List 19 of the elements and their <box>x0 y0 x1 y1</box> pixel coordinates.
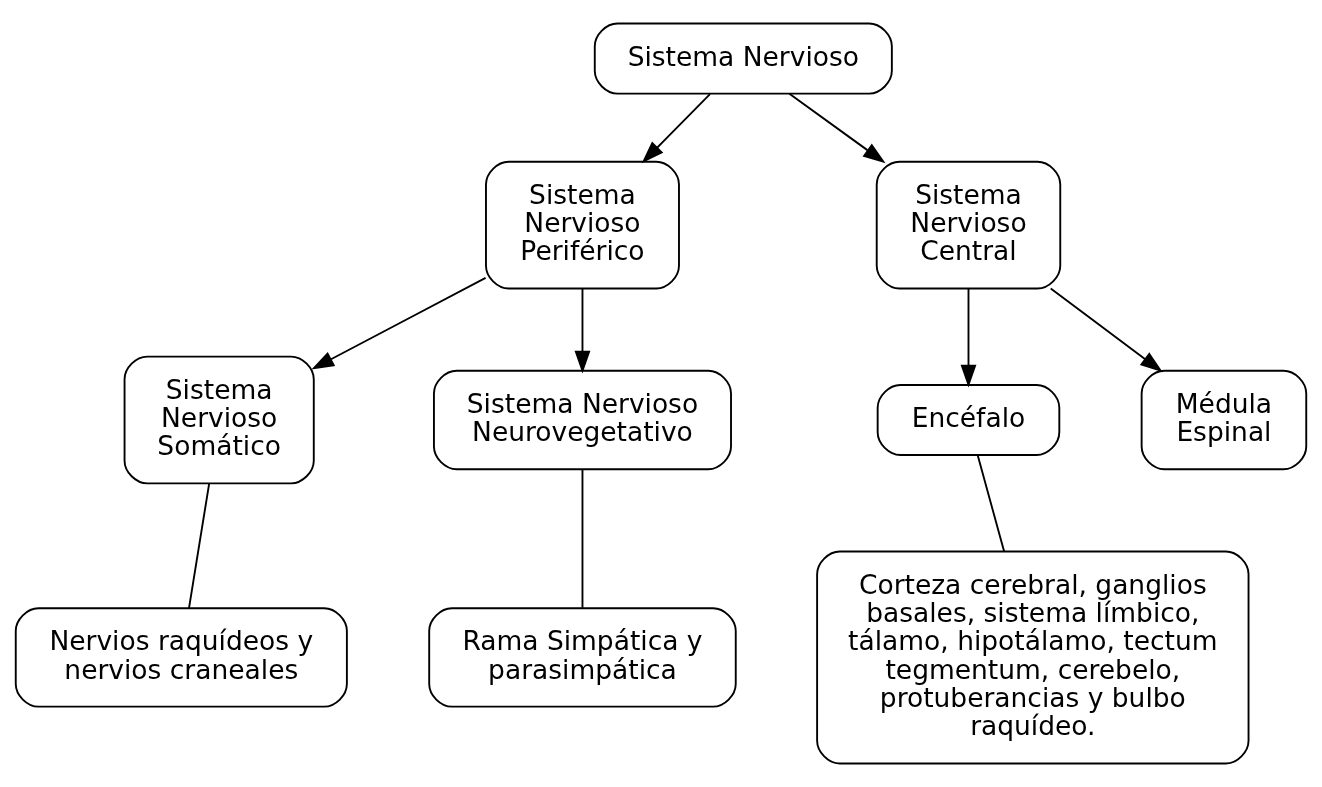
arrow <box>960 287 977 388</box>
node-box: Sistema Nervioso Somático <box>123 355 315 485</box>
arrow <box>641 93 711 164</box>
node-box: Sistema Nervioso Neurovegetativo <box>433 369 732 471</box>
arrow <box>311 277 487 370</box>
node-box: Nervios raquídeos y nervios craneales <box>14 607 348 708</box>
arrow <box>574 287 591 374</box>
node-box: Corteza cerebral, ganglios basales, sistema límbico, tálamo, hipotálamo, tectum tegmentum, cerebelo, protuberancias y bulbo raquídeo. <box>816 550 1250 765</box>
connector <box>976 454 1006 553</box>
node-box: Médula Espinal <box>1140 369 1308 471</box>
node-box: Sistema Nervioso Periférico <box>485 160 680 290</box>
node-box: Sistema Nervioso Central <box>875 160 1062 290</box>
node-box: Rama Simpática y parasimpática <box>428 607 737 708</box>
connector <box>581 468 584 609</box>
node-box: Encéfalo <box>876 384 1061 456</box>
arrow <box>1049 287 1163 373</box>
connector <box>188 482 211 610</box>
node-box: Sistema Nervioso <box>593 22 893 95</box>
arrow <box>788 92 886 164</box>
